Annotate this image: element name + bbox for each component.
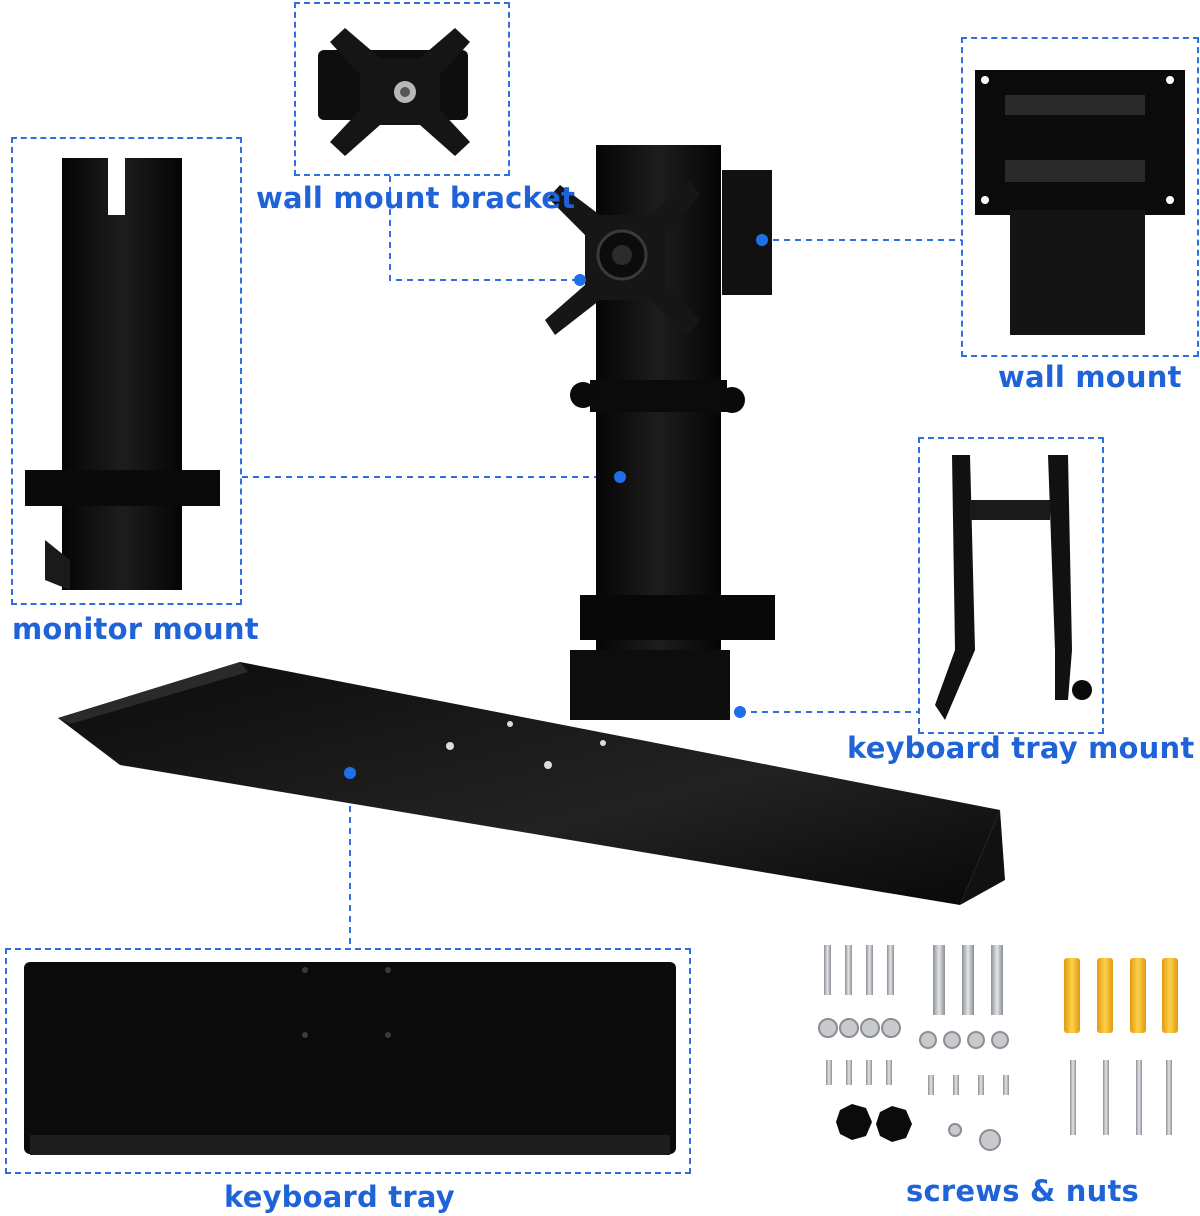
screws-and-nuts-image xyxy=(818,945,1178,1151)
wall-mount-bracket-label: wall mount bracket xyxy=(256,181,576,215)
keyboard-tray-mount-label: keyboard tray mount xyxy=(847,731,1195,765)
keyboard-tray-box xyxy=(5,948,691,1174)
wall-mount-image xyxy=(975,70,1185,335)
monitor-mount-image xyxy=(25,158,220,590)
connector-lines xyxy=(242,176,961,948)
wall-mount-bracket-box xyxy=(294,2,510,176)
keyboard-tray-top-image xyxy=(24,962,676,1155)
main-column-image xyxy=(545,145,775,700)
screws-nuts-label: screws & nuts xyxy=(906,1174,1139,1208)
monitor-mount-label: monitor mount xyxy=(12,612,259,646)
wall-mount-box xyxy=(961,37,1199,357)
keyboard-tray-mount-box xyxy=(918,437,1104,734)
wall-mount-label: wall mount xyxy=(998,360,1182,394)
wall-mount-bracket-image xyxy=(318,28,470,156)
monitor-mount-box xyxy=(11,137,242,605)
keyboard-tray-main-image xyxy=(58,650,1005,905)
indicator-dots xyxy=(344,234,768,779)
keyboard-tray-mount-image xyxy=(935,455,1092,720)
keyboard-tray-label: keyboard tray xyxy=(224,1180,455,1214)
